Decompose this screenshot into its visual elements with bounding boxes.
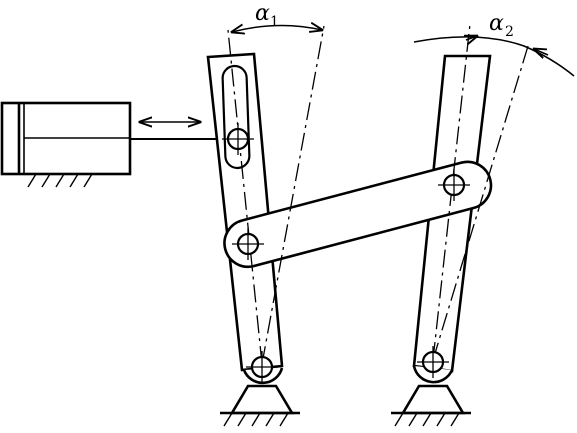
right-pivot-joint (417, 346, 449, 378)
link-left-joint (232, 228, 264, 260)
svg-text:2: 2 (505, 24, 514, 40)
svg-text:α: α (489, 11, 504, 36)
svg-text:α: α (255, 1, 270, 26)
alpha2-label: α 2 (489, 11, 514, 40)
alpha1-label: α 1 (255, 1, 279, 30)
hydraulic-cylinder (0, 101, 132, 176)
left-pivot-joint (246, 351, 278, 383)
alpha2-arc (413, 36, 575, 77)
right-ground-support (391, 384, 471, 427)
slot-joint (222, 123, 254, 155)
left-reference-lines (227, 25, 325, 365)
alpha1-arc (232, 25, 322, 32)
cylinder-ground (26, 173, 100, 188)
connecting-link (223, 160, 493, 269)
link-right-joint (438, 169, 470, 201)
arm-slot (221, 64, 251, 170)
svg-text:1: 1 (270, 14, 279, 30)
left-ground-support (220, 384, 300, 427)
left-arm (206, 52, 284, 372)
